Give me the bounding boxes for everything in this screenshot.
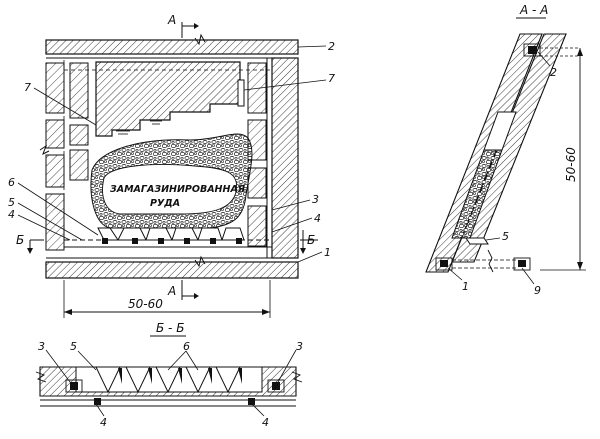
draw-holes <box>102 238 242 244</box>
stoped-area <box>95 61 241 137</box>
section-a-top: А <box>167 13 176 27</box>
label-6: 6 <box>8 176 15 189</box>
label-2: 2 <box>328 40 335 53</box>
plan-view: ЗАМАГАЗИНИРОВАННАЯ РУДА А <box>8 13 335 318</box>
label-3: 3 <box>312 193 319 206</box>
top-drift <box>45 39 299 55</box>
aa-label-5: 5 <box>502 230 509 243</box>
bb-label-6: 6 <box>183 340 190 353</box>
section-aa: А - А 50-60 <box>425 3 586 297</box>
section-a-bottom: А <box>167 284 176 298</box>
dim-height: 50-60 <box>564 147 578 182</box>
bb-label-4-right: 4 <box>262 416 269 429</box>
section-aa-title: А - А <box>519 3 548 17</box>
label-5: 5 <box>8 196 15 209</box>
right-pillar <box>271 57 299 259</box>
section-b-right: Б <box>307 233 315 247</box>
bb-label-4-left: 4 <box>100 416 107 429</box>
label-4-left: 4 <box>8 208 15 221</box>
label-7-left: 7 <box>24 81 31 94</box>
section-bb-title: Б - Б <box>156 321 184 335</box>
section-bb: Б - Б <box>35 321 303 429</box>
bb-label-5: 5 <box>70 340 77 353</box>
bb-label-3-right: 3 <box>296 340 303 353</box>
bottom-drift <box>45 261 299 279</box>
left-pillar-cells <box>45 62 267 251</box>
aa-label-1: 1 <box>462 280 469 293</box>
aa-label-9: 9 <box>534 284 541 297</box>
label-1: 1 <box>324 246 331 259</box>
ore-label-line1: ЗАМАГАЗИНИРОВАННАЯ <box>110 184 246 195</box>
draw-points <box>97 227 245 241</box>
bb-label-3-left: 3 <box>38 340 45 353</box>
dim-width: 50-60 <box>128 297 163 311</box>
ore-label-line2: РУДА <box>150 198 180 209</box>
label-7-right: 7 <box>328 72 335 85</box>
aa-label-2: 2 <box>550 66 557 79</box>
label-4-right: 4 <box>314 212 321 225</box>
section-b-left: Б <box>16 233 24 247</box>
